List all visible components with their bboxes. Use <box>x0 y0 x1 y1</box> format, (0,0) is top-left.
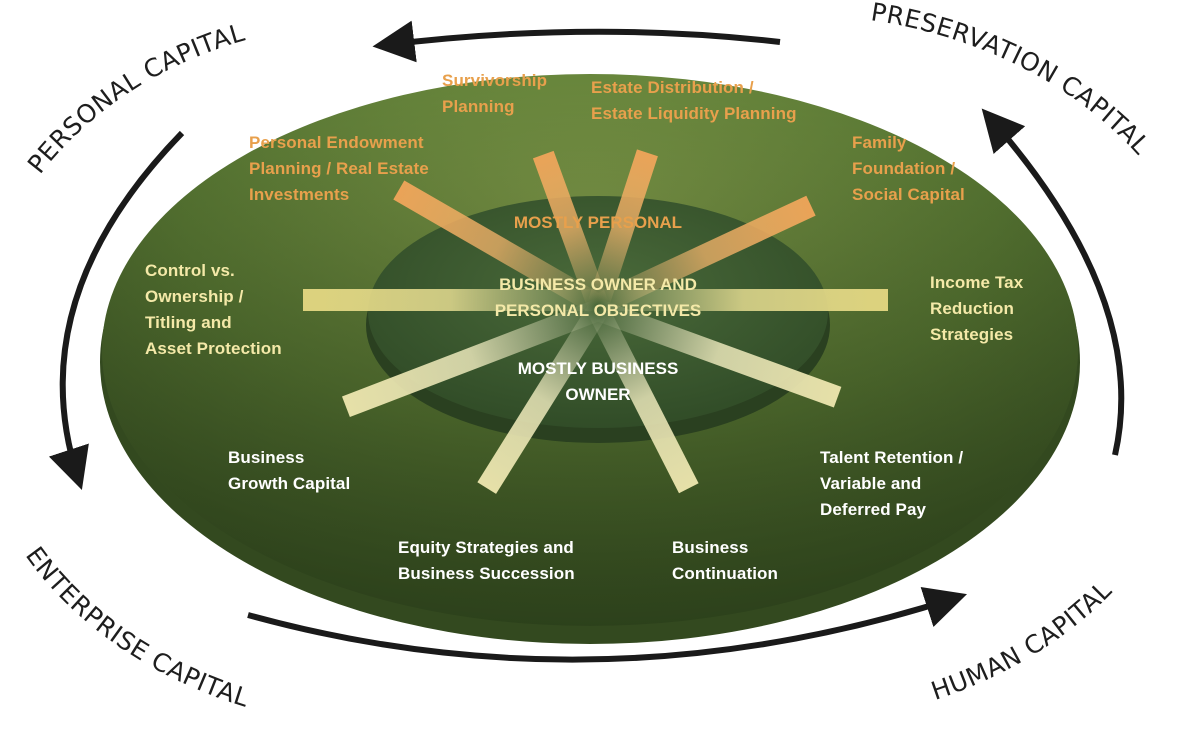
spoke-equity <box>477 304 608 494</box>
spoke-estate <box>587 149 658 309</box>
label-business-growth: Business Growth Capital <box>228 448 351 493</box>
center-objectives: BUSINESS OWNER AND PERSONAL OBJECTIVES <box>494 275 702 320</box>
label-estate-distribution: Estate Distribution / Estate Liquidity P… <box>591 78 797 123</box>
spoke-family <box>593 195 816 315</box>
center-mostly-personal: MOSTLY PERSONAL <box>513 213 683 232</box>
label-income-tax: Income Tax Reduction Strategies <box>930 273 1024 344</box>
arrow-left <box>48 130 185 490</box>
label-personal-endowment: Personal Endowment Planning / Real Estat… <box>249 133 429 204</box>
spoke-control <box>303 289 598 311</box>
spoke-growth <box>341 299 602 418</box>
label-business-continuation: Business Continuation <box>672 538 779 583</box>
label-equity-strategies: Equity Strategies and Business Successio… <box>398 538 575 583</box>
label-enterprise-capital: ENTERPRISE CAPITAL <box>20 541 253 712</box>
spoke-endowment <box>393 180 604 315</box>
arrow-top <box>372 20 781 63</box>
label-human-capital: HUMAN CAPITAL <box>927 575 1117 705</box>
spoke-continuation <box>588 305 699 494</box>
label-personal-capital: PERSONAL CAPITAL <box>22 18 248 179</box>
arrow-right <box>981 108 1125 456</box>
spoke-talent <box>594 299 842 408</box>
spoke-survivorship <box>532 150 609 309</box>
spoke-income-tax <box>598 289 888 311</box>
label-survivorship-planning: Survivorship Planning <box>442 71 548 116</box>
label-control-ownership: Control vs. Ownership / Titling and Asse… <box>145 261 282 358</box>
label-family-foundation: Family Foundation / Social Capital <box>852 133 965 204</box>
center-mostly-business-owner: MOSTLY BUSINESS OWNER <box>517 359 679 404</box>
arrow-bottom <box>247 586 967 663</box>
label-talent-retention: Talent Retention / Variable and Deferred… <box>820 448 964 519</box>
